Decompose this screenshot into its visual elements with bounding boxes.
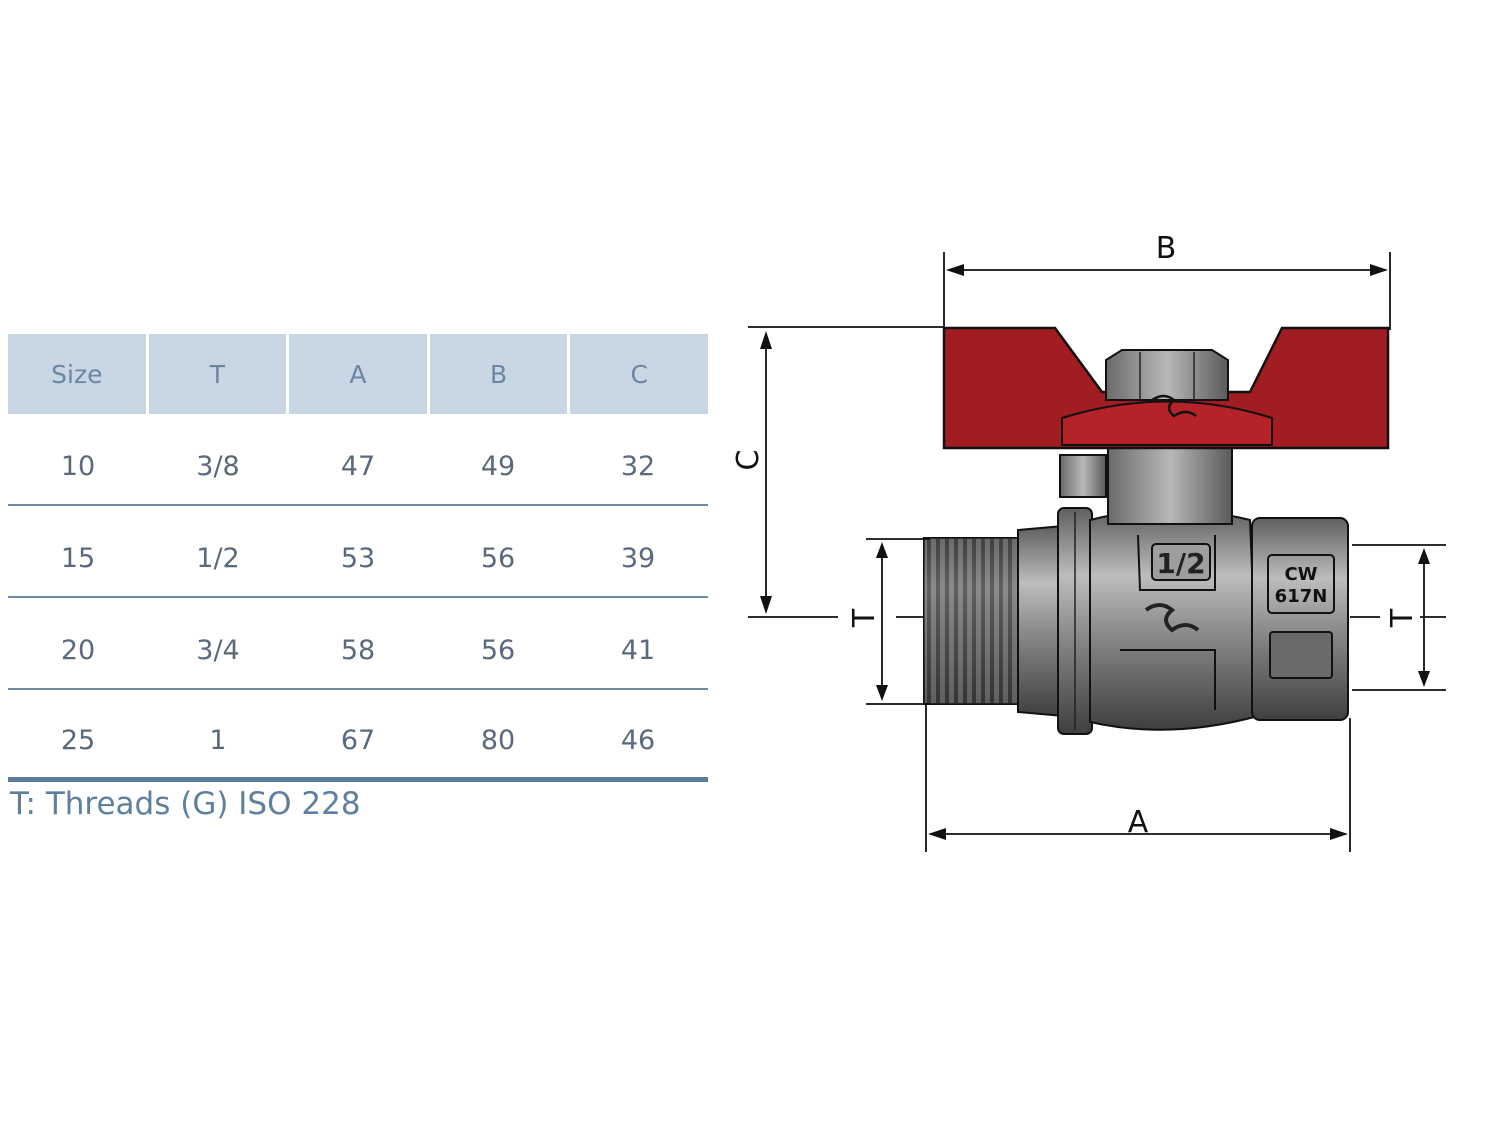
dimension-arrows — [760, 264, 1430, 840]
thread-standard-note: T: Threads (G) ISO 228 — [10, 786, 361, 822]
table-header-row: Size T A B C — [8, 334, 708, 414]
dimension-label-a: A — [1128, 805, 1149, 840]
valve-stem — [1107, 439, 1233, 525]
table-row: 20 3/4 58 56 41 — [8, 598, 708, 690]
cell-a: 47 — [340, 450, 376, 482]
dimension-label-t-left: T — [847, 608, 882, 628]
cell-b: 80 — [480, 725, 516, 756]
material-marking-line2: 617N — [1275, 586, 1328, 607]
dimension-label-c: C — [731, 450, 766, 471]
header-c: C — [570, 334, 708, 414]
cell-t: 1/2 — [196, 542, 240, 574]
cell-c: 41 — [620, 634, 656, 666]
valve-main-body — [1089, 509, 1260, 731]
material-marking-line1: CW — [1284, 564, 1317, 585]
butterfly-handle — [942, 326, 1390, 450]
size-marking: 1/2 — [1156, 547, 1205, 580]
cell-b: 49 — [480, 450, 516, 482]
header-a: A — [289, 334, 427, 414]
female-end — [1251, 517, 1349, 721]
cell-t: 1 — [209, 725, 227, 756]
cell-b: 56 — [480, 542, 516, 574]
cell-a: 58 — [340, 634, 376, 666]
handle-nut — [1105, 349, 1229, 401]
table-row: 10 3/8 47 49 32 — [8, 414, 708, 506]
cell-size: 25 — [60, 725, 96, 756]
header-b: B — [429, 334, 568, 414]
cell-c: 32 — [620, 450, 656, 482]
valve-body: 1/2 CW 617N — [923, 326, 1390, 735]
header-size: Size — [8, 334, 146, 414]
cell-b: 56 — [480, 634, 516, 666]
table-row: 25 1 67 80 46 — [8, 690, 708, 782]
cell-a: 67 — [340, 725, 376, 756]
cell-size: 15 — [60, 542, 96, 574]
dimension-label-b: B — [1156, 231, 1177, 266]
cell-c: 46 — [620, 725, 656, 756]
cell-size: 10 — [60, 450, 96, 482]
handle-logo-icon — [1151, 394, 1197, 418]
cell-size: 20 — [60, 634, 96, 666]
cell-a: 53 — [340, 542, 376, 574]
cell-t: 3/8 — [196, 450, 240, 482]
dimension-lines — [748, 252, 1446, 852]
body-logo-icon — [1144, 603, 1200, 633]
table-row: 15 1/2 53 56 39 — [8, 506, 708, 598]
header-t: T — [148, 334, 287, 414]
dimension-label-t-right: T — [1385, 608, 1420, 628]
cell-t: 3/4 — [196, 634, 240, 666]
dimension-table: Size T A B C 10 3/8 47 49 32 15 1/2 53 5… — [8, 334, 708, 782]
cell-c: 39 — [620, 542, 656, 574]
